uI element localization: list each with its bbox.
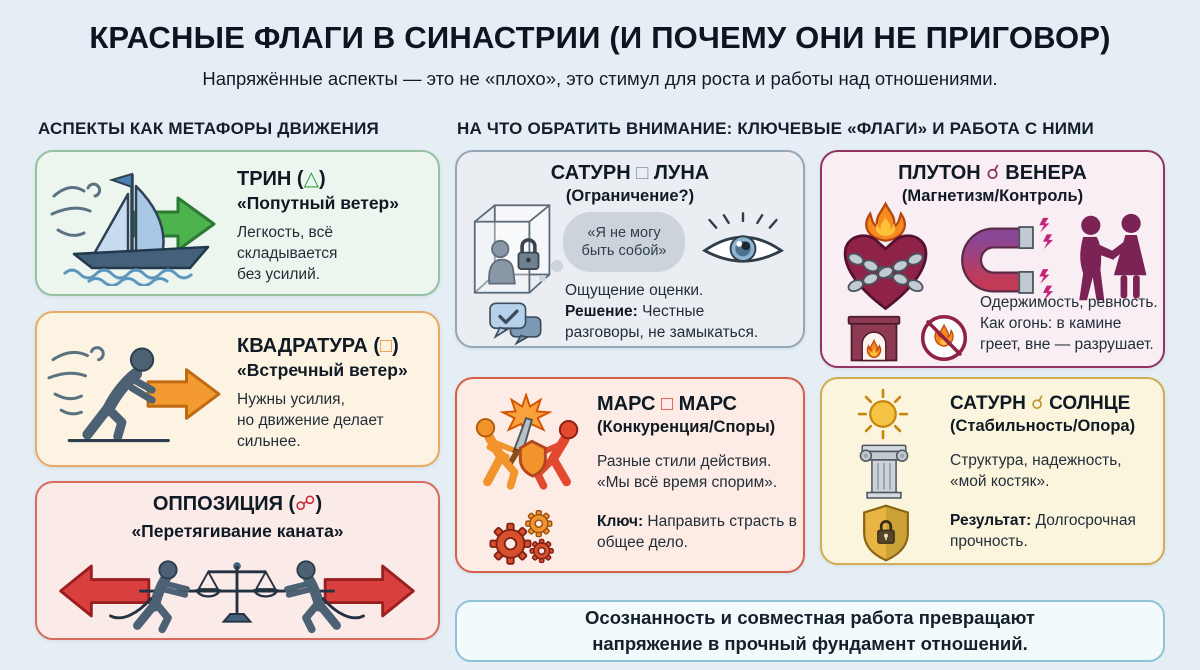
no-open-fire-icon	[920, 314, 968, 362]
eye-icon	[702, 212, 784, 263]
chat-bubbles-icon	[489, 302, 542, 346]
person-in-cage-icon	[473, 204, 551, 294]
card-square: КВАДРАТУРА (□) «Встречный ветер» Нужны у…	[35, 311, 440, 467]
conjunction-symbol: ☌	[986, 162, 1000, 184]
trine-text-block: ТРИН (△) «Попутный ветер» Легкость, всё …	[237, 168, 432, 285]
page-title: КРАСНЫЕ ФЛАГИ В СИНАСТРИИ (И ПОЧЕМУ ОНИ …	[89, 20, 1111, 55]
square-aspect-symbol: □	[636, 162, 649, 184]
column-icon	[859, 444, 909, 499]
conjunction-symbol: ☌	[1031, 393, 1044, 414]
thought-cloud: «Я не могу быть собой»	[539, 212, 685, 282]
fireplace-icon	[847, 315, 901, 362]
footer-note-line1: Осознанность и совместная работа превращ…	[585, 607, 1035, 629]
square-text-block: КВАДРАТУРА (□) «Встречный ветер» Нужны у…	[237, 335, 437, 452]
card-saturn-conjunct-sun: САТУРН ☌ СОЛНЦЕ (Стабильность/Опора) Стр…	[820, 377, 1165, 565]
mars-subtitle: (Конкуренция/Споры)	[597, 418, 776, 436]
right-section-header: НА ЧТО ОБРАТИТЬ ВНИМАНИЕ: КЛЮЧЕВЫЕ «ФЛАГ…	[457, 119, 1094, 138]
saturn-sun-subtitle: (Стабильность/Опора)	[950, 416, 1136, 435]
mars-title: МАРС □ МАРС	[597, 393, 737, 415]
square-symbol: □	[380, 335, 393, 357]
chained-burning-heart-icon	[843, 201, 928, 311]
opposition-title: ОППОЗИЦИЯ (☍)	[152, 493, 323, 515]
trine-title: ТРИН (△)	[237, 168, 326, 190]
saturn-sun-line1: Структура, надежность, «мой костяк».	[950, 451, 1122, 490]
sailboat-tailwind-icon	[50, 172, 216, 286]
saturn-luna-title: САТУРН □ ЛУНА	[550, 162, 710, 184]
mars-line3: Ключ: Направить страсть в общее дело.	[597, 512, 797, 551]
card-mars-square-mars: МАРС □ МАРС (Конкуренция/Споры) Разные с…	[455, 377, 805, 573]
mars-line1: Разные стили действия. «Мы всё время спо…	[597, 452, 778, 491]
saturn-sun-line2: Результат: Долгосрочная прочность.	[950, 511, 1136, 550]
card-opposition: ОППОЗИЦИЯ (☍) «Перетягивание каната»	[35, 481, 440, 640]
left-section-header: АСПЕКТЫ КАК МЕТАФОРЫ ДВИЖЕНИЯ	[38, 119, 379, 138]
square-title: КВАДРАТУРА (□)	[237, 335, 399, 357]
gears-icon	[489, 510, 554, 565]
magnet-icon	[961, 217, 1054, 301]
saturn-luna-line1: Ощущение оценки.	[565, 282, 704, 299]
couple-icon	[1079, 213, 1147, 301]
pluto-venera-text-block: Одержимость, ревность. Как огонь: в ками…	[980, 292, 1160, 355]
pluto-venera-subtitle: (Магнетизм/Контроль)	[901, 187, 1084, 205]
shield-lock-icon	[863, 504, 909, 562]
footer-note: Осознанность и совместная работа превращ…	[455, 600, 1165, 662]
pluto-venera-line2: Как огонь: в камине греет, вне — разруша…	[980, 315, 1154, 353]
opposition-metaphor: «Перетягивание каната»	[131, 521, 344, 541]
saturn-luna-text-block: Ощущение оценки. Решение: Честные разгов…	[565, 280, 765, 343]
square-aspect-symbol: □	[660, 393, 674, 415]
sun-icon	[857, 388, 909, 440]
square-metaphor: «Встречный ветер»	[237, 360, 408, 380]
page-subtitle: Напряжённые аспекты — это не «плохо», эт…	[202, 68, 998, 89]
trine-body: Легкость, всё складывается без усилий.	[237, 224, 338, 284]
tug-of-war-icon	[59, 560, 415, 634]
trine-symbol: △	[303, 168, 319, 190]
saturn-luna-line2: Решение: Честные разговоры, не замыкатьс…	[565, 303, 759, 341]
saturn-sun-title: САТУРН ☌ СОЛНЦЕ	[950, 393, 1131, 414]
opposition-symbol: ☍	[295, 493, 316, 515]
card-saturn-square-moon: САТУРН □ ЛУНА (Ограничение?) «Я не могу …	[455, 150, 805, 348]
trine-metaphor: «Попутный ветер»	[237, 193, 399, 213]
footer-note-line2: напряжение в прочный фундамент отношений…	[592, 633, 1028, 654]
sword-fight-icon	[475, 393, 579, 490]
saturn-luna-subtitle: (Ограничение?)	[565, 187, 695, 205]
pluto-venera-title: ПЛУТОН ☌ ВЕНЕРА	[898, 162, 1087, 184]
card-trine: ТРИН (△) «Попутный ветер» Легкость, всё …	[35, 150, 440, 296]
square-body: Нужны усилия, но движение делает сильнее…	[237, 391, 384, 451]
pluto-venera-line1: Одержимость, ревность.	[980, 294, 1158, 311]
mars-text-block: МАРС □ МАРС (Конкуренция/Споры) Разные с…	[597, 393, 799, 553]
man-pushing-arrow-icon	[47, 346, 221, 443]
saturn-sun-text-block: САТУРН ☌ СОЛНЦЕ (Стабильность/Опора) Стр…	[950, 393, 1156, 552]
card-pluto-conjunct-venus: ПЛУТОН ☌ ВЕНЕРА (Магнетизм/Контроль)	[820, 150, 1165, 368]
